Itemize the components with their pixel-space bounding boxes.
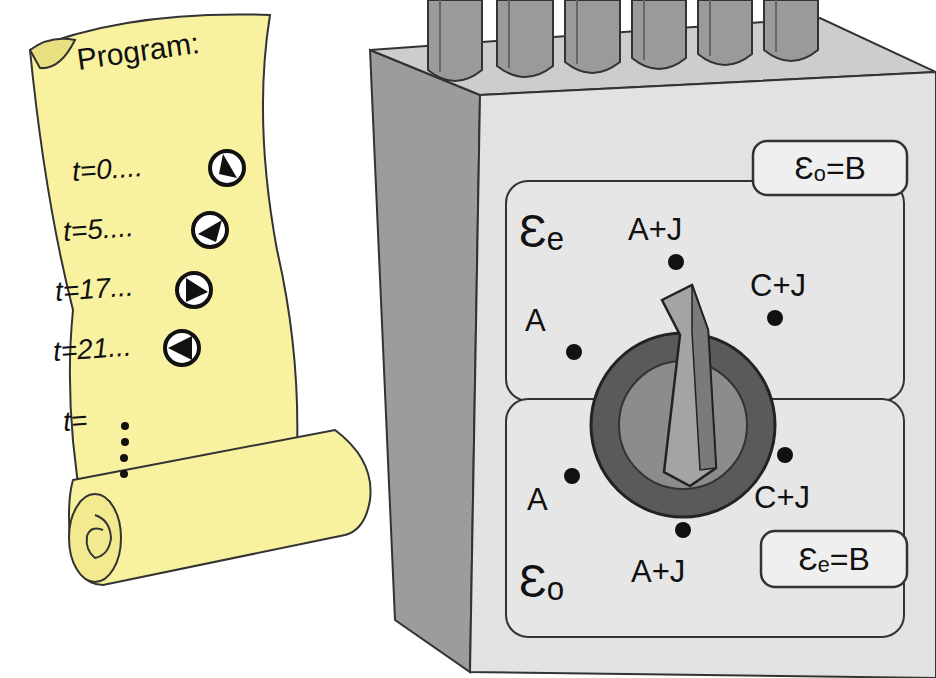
- program-scroll: Program:t=0....t=5....t=17...t=21...t=: [15, 10, 385, 610]
- tag-text: Ɛₒ=B: [795, 152, 866, 184]
- program-line: t=21...: [52, 333, 132, 366]
- program-scroll-outline: [15, 10, 385, 610]
- tag-text: Ɛₑ=B: [799, 543, 870, 575]
- cable-shading: [440, 0, 776, 72]
- switch-position-label: A: [525, 305, 546, 336]
- box-side: [370, 50, 480, 672]
- cables: [428, 0, 818, 81]
- program-line: t=17...: [54, 273, 134, 306]
- switch-position-label: A+J: [631, 556, 685, 587]
- box-top: [370, 18, 936, 95]
- program-line: t=: [62, 406, 88, 436]
- program-line: t=5....: [62, 213, 135, 246]
- lower-panel-outline: [505, 398, 905, 638]
- switch-position-label: C+J: [754, 482, 810, 513]
- program-line: t=0....: [71, 153, 144, 186]
- switch-position-label: C+J: [750, 270, 806, 301]
- switch-position-label: A: [527, 484, 548, 515]
- panel-symbol: Ɛₒ: [519, 558, 564, 604]
- upper-panel: ƐₑƐₒ=B: [505, 180, 905, 402]
- switch-position-label: A+J: [628, 214, 682, 245]
- upper-panel-outline: [505, 180, 905, 402]
- box-front: [470, 72, 936, 678]
- value-tag: Ɛₑ=B: [760, 530, 908, 588]
- panel-symbol: Ɛₑ: [519, 208, 564, 254]
- lower-panel: Ɛₒ Ɛₑ=B: [505, 398, 905, 638]
- value-tag: Ɛₒ=B: [752, 140, 908, 196]
